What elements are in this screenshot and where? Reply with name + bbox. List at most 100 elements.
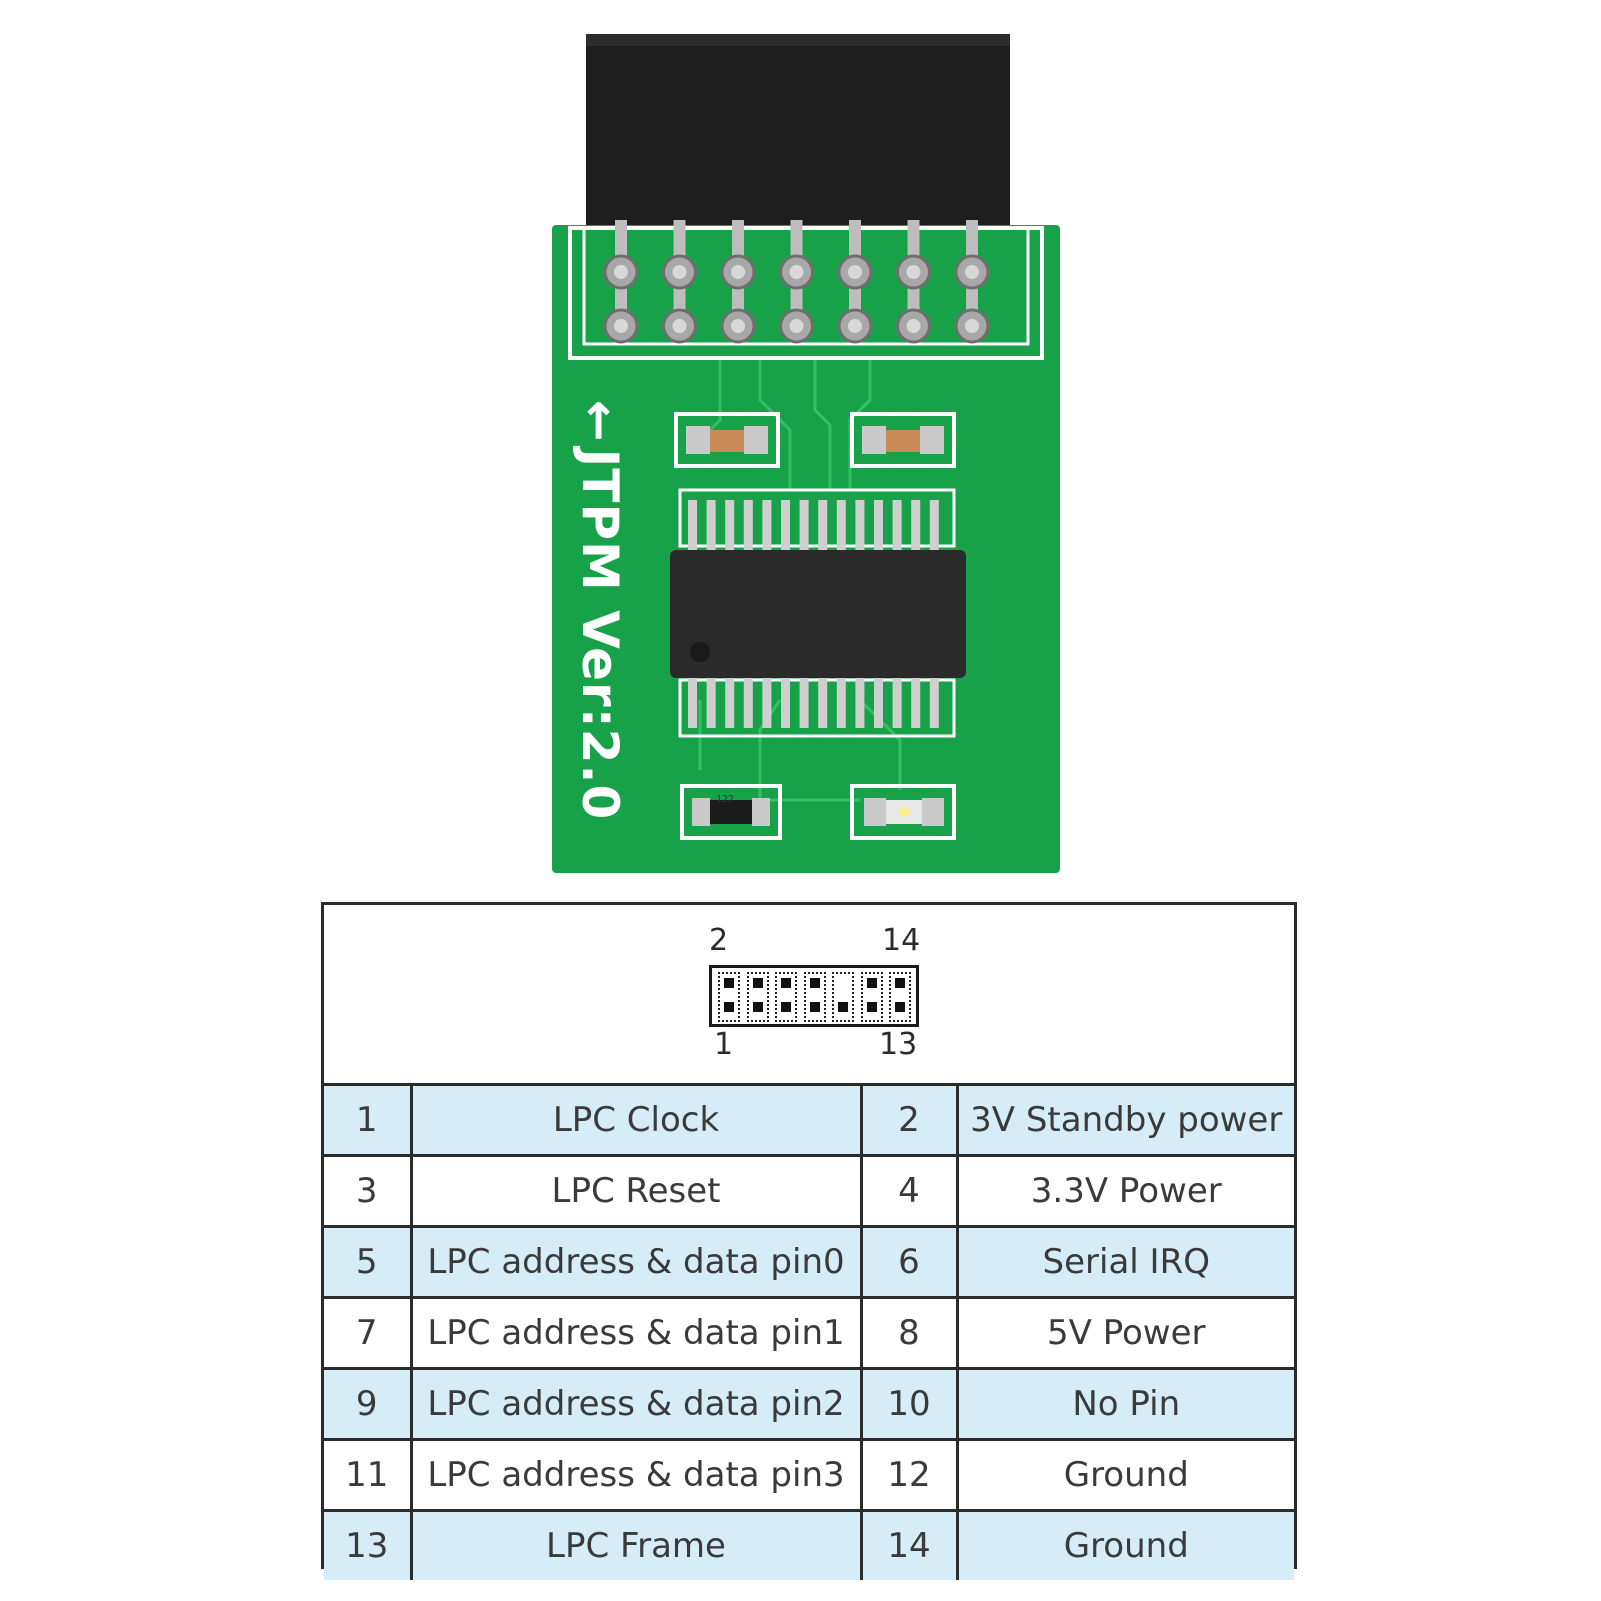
- pin-hole: [848, 265, 862, 279]
- led-d1: [850, 784, 956, 840]
- pin-column-frame: [718, 972, 740, 1022]
- chip-leg: [836, 676, 846, 728]
- signal-name-cell: LPC address & data pin0: [409, 1225, 863, 1299]
- pin-number-cell: 4: [859, 1154, 959, 1228]
- pin-header-housing: [586, 34, 1010, 244]
- pin-hole: [906, 319, 921, 333]
- signal-name-cell: LPC address & data pin2: [409, 1367, 863, 1441]
- chip-leg: [874, 500, 883, 552]
- resistor-r1: [680, 784, 782, 840]
- chip-leg: [911, 500, 921, 552]
- signal-name-cell: Ground: [955, 1438, 1294, 1512]
- chip-leg: [836, 500, 846, 552]
- header-pin-square: [838, 1002, 848, 1012]
- header-pin-square: [752, 1002, 763, 1012]
- chip-leg: [781, 676, 790, 728]
- chip-leg: [799, 500, 809, 552]
- pin-column-frame: [889, 972, 911, 1022]
- header-pin-square: [781, 978, 791, 988]
- signal-name-cell: No Pin: [955, 1367, 1294, 1441]
- header-pin-square: [752, 978, 763, 988]
- resistor-code: 122: [715, 794, 735, 805]
- chip-leg: [818, 500, 828, 552]
- pin-number-cell: 14: [859, 1509, 959, 1580]
- pin-number-cell: 2: [859, 1083, 959, 1157]
- chip-leg: [688, 676, 697, 728]
- pin-hole: [906, 265, 921, 279]
- signal-name-cell: LPC Frame: [409, 1509, 863, 1580]
- chip-leg: [799, 676, 809, 728]
- chip-leg: [874, 676, 883, 728]
- header-pin-square: [809, 1002, 820, 1012]
- chip-leg: [855, 500, 865, 552]
- signal-name-cell: LPC Clock: [409, 1083, 863, 1157]
- pin-number-cell: 7: [324, 1296, 413, 1370]
- chip-leg: [706, 676, 716, 728]
- header-pin-square: [895, 978, 905, 988]
- pin-number-cell: 11: [324, 1438, 413, 1512]
- pin-hole: [789, 319, 804, 333]
- pin-grid: [709, 965, 919, 1027]
- pin-hole: [731, 319, 745, 333]
- pin-label-bottom-right: 13: [879, 1027, 918, 1062]
- chip-leg: [929, 676, 939, 728]
- board-silkscreen-label: ←JTPM Ver:2.0: [571, 400, 629, 821]
- pin-column-frame: [832, 972, 854, 1022]
- header-pin-square: [724, 978, 734, 988]
- header-pin-diagram: 2 14 1 13: [324, 905, 1294, 1083]
- pin-hole: [848, 319, 862, 333]
- pin-label-top-right: 14: [882, 923, 921, 958]
- capacitor-c2: [850, 412, 956, 468]
- header-pins: [603, 220, 990, 344]
- pin-hole: [672, 319, 687, 333]
- pin-hole: [789, 265, 804, 279]
- pin-number-cell: 5: [324, 1225, 413, 1299]
- pin-number-cell: 8: [859, 1296, 959, 1370]
- signal-name-cell: 3.3V Power: [955, 1154, 1294, 1228]
- signal-name-cell: Serial IRQ: [955, 1225, 1294, 1299]
- pin-number-cell: 9: [324, 1367, 413, 1441]
- chip-leg: [911, 676, 921, 728]
- chip-leg: [762, 676, 772, 728]
- pin-number-cell: 12: [859, 1438, 959, 1512]
- chip-leg: [725, 676, 735, 728]
- chip-leg: [725, 500, 735, 552]
- pin-number-cell: 13: [324, 1509, 413, 1580]
- pin-hole: [731, 265, 745, 279]
- chip-leg: [892, 500, 902, 552]
- arrow-left-icon: ←: [571, 399, 629, 443]
- pin-label-top-left: 2: [709, 923, 729, 958]
- chip-legs: [688, 500, 939, 728]
- pin-hole: [614, 265, 628, 279]
- pcb-illustration: [552, 34, 1060, 873]
- signal-name-cell: Ground: [955, 1509, 1294, 1580]
- chip-leg: [743, 500, 753, 552]
- chip-leg: [706, 500, 716, 552]
- chip-leg: [781, 500, 790, 552]
- pin-column-frame: [803, 972, 826, 1022]
- header-pin-square: [866, 1002, 877, 1012]
- pin-column-frame: [746, 972, 769, 1022]
- pin-column-frame: [775, 972, 797, 1022]
- pin-hole: [672, 265, 687, 279]
- header-pin-square: [724, 1002, 734, 1012]
- header-pin-square: [895, 1002, 905, 1012]
- pin-label-bottom-left: 1: [714, 1027, 734, 1062]
- chip-leg: [762, 500, 772, 552]
- chip-leg: [929, 500, 939, 552]
- chip-leg: [688, 500, 697, 552]
- pin-number-cell: 1: [324, 1083, 413, 1157]
- tpm-module-photo: ←JTPM Ver:2.0 122: [552, 34, 1060, 873]
- chip-leg: [855, 676, 865, 728]
- chip-leg: [743, 676, 753, 728]
- tpm-chip: [670, 550, 966, 678]
- header-pin-square: [809, 978, 820, 988]
- pin-hole: [965, 319, 979, 333]
